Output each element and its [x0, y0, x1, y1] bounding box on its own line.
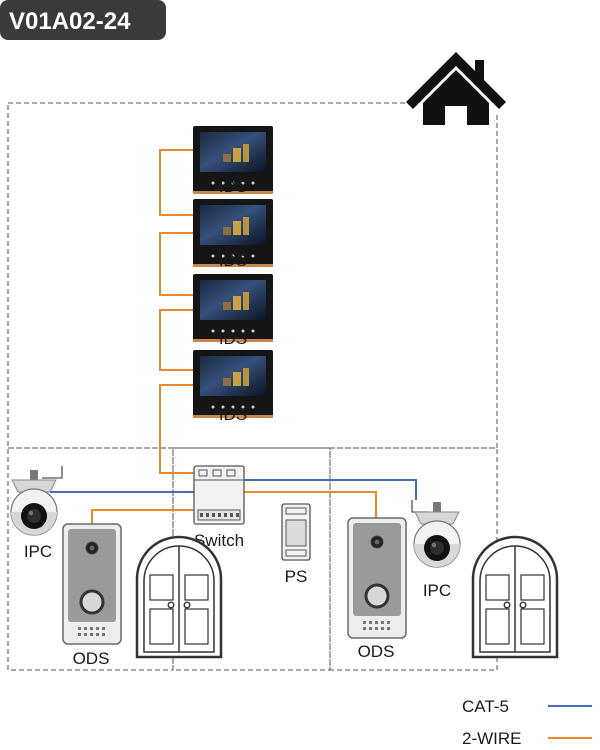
cat5-switch-ipc-right	[244, 479, 417, 500]
model-badge: V01A02-24	[0, 0, 166, 40]
two-wire-ids2-ids3	[159, 232, 193, 296]
double-door-icon	[135, 535, 223, 659]
ods-label: ODS	[358, 642, 395, 661]
double-door-right	[471, 535, 559, 659]
indoor-monitor-4: IDS	[193, 350, 273, 424]
network-switch-icon	[193, 465, 245, 525]
monitor-label: IDS	[219, 177, 247, 196]
two-wire-ids4-switch	[159, 384, 194, 474]
legend-item-cat5: CAT-5	[462, 697, 592, 716]
dome-camera-icon	[10, 466, 63, 536]
two-wire-ids1-ids2	[159, 149, 193, 216]
legend: CAT-5 2-WIRE	[462, 697, 592, 748]
two-wire-switch-ods-right	[244, 491, 377, 520]
monitor-label: IDS	[219, 405, 247, 424]
power-supply-icon	[281, 503, 311, 561]
legend-label: 2-WIRE	[462, 729, 522, 748]
ipc-label: IPC	[423, 581, 451, 600]
two-wire-ids3-ids4	[159, 309, 193, 371]
double-door-left	[135, 535, 223, 659]
ipc-camera-right: IPC	[411, 500, 461, 600]
indoor-monitor-3: IDS	[193, 274, 273, 348]
ods-label: ODS	[73, 649, 110, 668]
house-icon	[406, 52, 506, 125]
two-wire-switch-ods-left	[91, 509, 194, 526]
ipc-label: IPC	[24, 542, 52, 561]
network-switch: Switch	[193, 465, 245, 550]
door-station-icon	[61, 522, 123, 646]
monitor-label: IDS	[219, 329, 247, 348]
legend-item-two-wire: 2-WIRE	[462, 729, 592, 748]
door-station-left: ODS	[61, 522, 123, 668]
two-wire-lines	[91, 149, 377, 526]
double-door-icon	[471, 535, 559, 659]
indoor-monitor-1: IDS	[193, 126, 273, 196]
model-code: V01A02-24	[9, 8, 131, 35]
door-station-icon	[346, 516, 408, 640]
door-station-right: ODS	[346, 516, 408, 661]
outdoor-zone-right	[329, 447, 498, 671]
ipc-camera-left: IPC	[10, 466, 63, 561]
dome-camera-icon	[411, 500, 461, 568]
monitor-label: IDS	[219, 251, 247, 270]
power-supply: PS	[281, 503, 311, 586]
indoor-zone	[7, 102, 498, 449]
switch-label: Switch	[194, 531, 244, 550]
indoor-monitor-2: IDS	[193, 199, 273, 270]
cat5-lines	[50, 479, 417, 500]
zone-borders	[7, 102, 498, 671]
power-supply-label: PS	[285, 567, 308, 586]
legend-label: CAT-5	[462, 697, 509, 716]
